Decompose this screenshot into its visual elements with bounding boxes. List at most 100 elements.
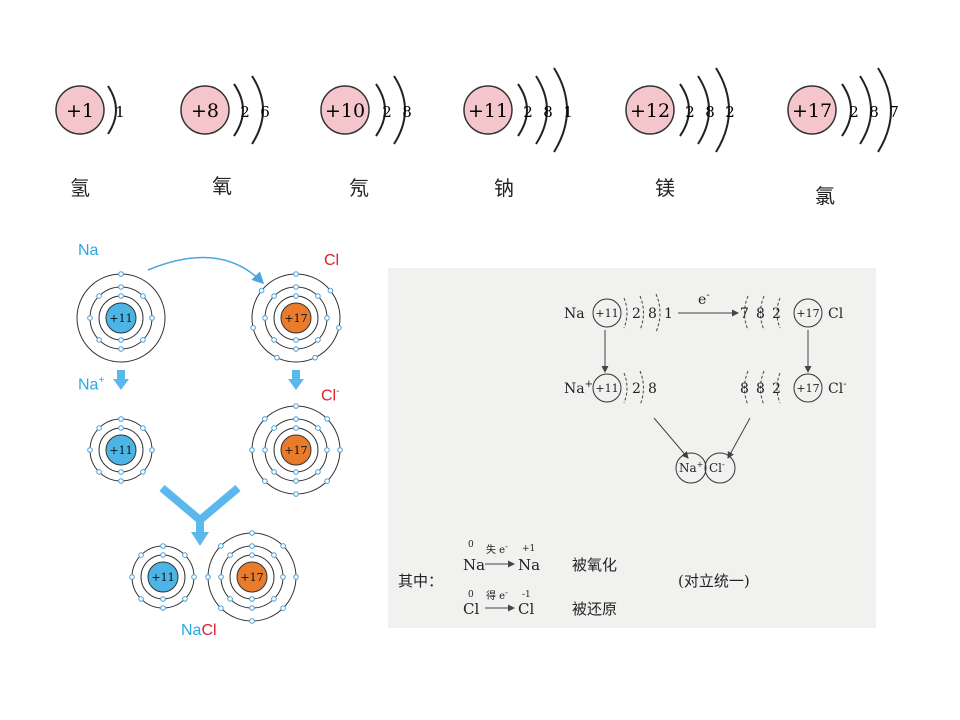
electron-dot (258, 287, 265, 294)
electron-dot (293, 293, 299, 299)
scheme-na-ion-symbol: Na+ (564, 379, 593, 397)
electron-dot (140, 293, 146, 299)
electron-dot (118, 425, 124, 431)
cl-atom-label: Cl (324, 252, 340, 269)
electron-dot (262, 315, 268, 321)
electron-dot (140, 337, 146, 343)
shell-count: 2 (240, 103, 250, 121)
electron-dot (293, 469, 299, 475)
down-arrow-cl (288, 370, 304, 390)
electron-dot (293, 478, 299, 484)
nucleus-core (280, 302, 312, 334)
nacl-formation-diagram: +11+17+11+17+11+17 (76, 256, 343, 624)
r1-from: Na (463, 556, 485, 574)
na-ion-label: Na+ (78, 375, 105, 394)
scheme-na-nucleus: +11 (595, 307, 618, 320)
r1-over: 失 e- (486, 542, 508, 556)
shell-count: 2 (523, 103, 533, 121)
electron-dot (249, 543, 255, 549)
electron-dot (182, 596, 188, 602)
scheme-pair-cl: Cl- (709, 460, 725, 475)
electron-dot (293, 337, 299, 343)
nucleus-label: +8 (191, 100, 219, 122)
electron-dot (87, 315, 93, 321)
electron-dot (315, 425, 321, 431)
electron-dot (160, 552, 166, 558)
electron-dot (249, 618, 255, 624)
electron-dot (160, 596, 166, 602)
electron-dot (118, 271, 124, 277)
electron-dot (205, 574, 211, 580)
nucleus-core (147, 561, 179, 593)
merge-arrow (159, 484, 241, 534)
electron-dot (118, 469, 124, 475)
electron-dot (118, 478, 124, 484)
scheme-cl-nucleus: +17 (796, 307, 819, 320)
electron-dot (271, 469, 277, 475)
scheme-cl-shell: 7 (740, 306, 749, 322)
r1-to-charge: +1 (522, 544, 535, 554)
electron-dot (191, 574, 197, 580)
electron-dot (249, 605, 255, 611)
scheme-na-shell: 2 (632, 306, 641, 322)
r2-result: 被还原 (572, 600, 617, 618)
scheme-note: (对立统一) (678, 572, 750, 590)
neon-atom-diagram: +10 2 8 (320, 75, 412, 145)
electron-dot (271, 293, 277, 299)
nacl-sodium-ion-model: +11 (129, 543, 197, 611)
scheme-pair-na: Na+ (679, 460, 703, 475)
shell-count: 2 (382, 103, 392, 121)
electron-dot (138, 596, 144, 602)
electron-dot (293, 416, 299, 422)
scheme-qizhong: 其中： (398, 572, 443, 590)
nucleus-label: +11 (151, 571, 174, 584)
nucleus-label: +17 (240, 571, 263, 584)
shell-count: 6 (260, 103, 270, 121)
electron-dot (293, 284, 299, 290)
element-name-hydrogen: 氢 (70, 176, 90, 200)
shell-count: 2 (685, 103, 695, 121)
electron-dot (249, 530, 255, 536)
electron-dot (218, 605, 224, 611)
electron-dot (293, 271, 299, 277)
shell-count: 1 (563, 103, 573, 121)
electron-dot (262, 478, 268, 484)
electron-dot (87, 447, 93, 453)
electron-dot (293, 346, 299, 352)
electron-dot (293, 491, 299, 497)
electron-dot (280, 605, 286, 611)
electron-dot (337, 447, 343, 453)
electron-dot (271, 425, 277, 431)
hydrogen-atom-diagram: +1 1 (55, 85, 125, 135)
electron-dot (293, 574, 299, 580)
scheme-cl-shell: 2 (772, 306, 781, 322)
element-name-magnesium: 镁 (655, 176, 675, 200)
electron-dot (271, 596, 277, 602)
na-atom-label: Na (78, 242, 99, 259)
sodium-ion-model: +11 (87, 416, 155, 484)
electron-dot (96, 469, 102, 475)
shell-count: 8 (705, 103, 715, 121)
sodium-atom-diagram: +11 2 8 1 (463, 67, 573, 153)
element-name-sodium: 钠 (494, 176, 514, 200)
r1-result: 被氧化 (572, 556, 617, 574)
electron-dot (129, 574, 135, 580)
electron-dot (218, 574, 224, 580)
element-name-oxygen: 氧 (212, 174, 232, 198)
shell-count: 7 (889, 103, 899, 121)
oxygen-atom-diagram: +8 2 6 (180, 75, 270, 145)
scheme-cl-ion-symbol: Cl- (828, 379, 847, 397)
electron-dot (280, 574, 286, 580)
electron-transfer-scheme: Na +11 2 8 1 e- 7 8 2 +17 Cl Na+ +11 2 8 (398, 290, 847, 618)
nacl-chloride-ion-model: +17 (205, 530, 299, 624)
electron-dot (96, 425, 102, 431)
electron-dot (293, 425, 299, 431)
electron-dot (250, 324, 256, 331)
nucleus-core (105, 434, 137, 466)
electron-dot (149, 315, 155, 321)
electron-dot (312, 354, 318, 361)
electron-dot (118, 284, 124, 290)
electron-dot (315, 337, 321, 343)
r2-to-charge: -1 (522, 590, 531, 600)
nucleus-label: +11 (468, 100, 508, 122)
